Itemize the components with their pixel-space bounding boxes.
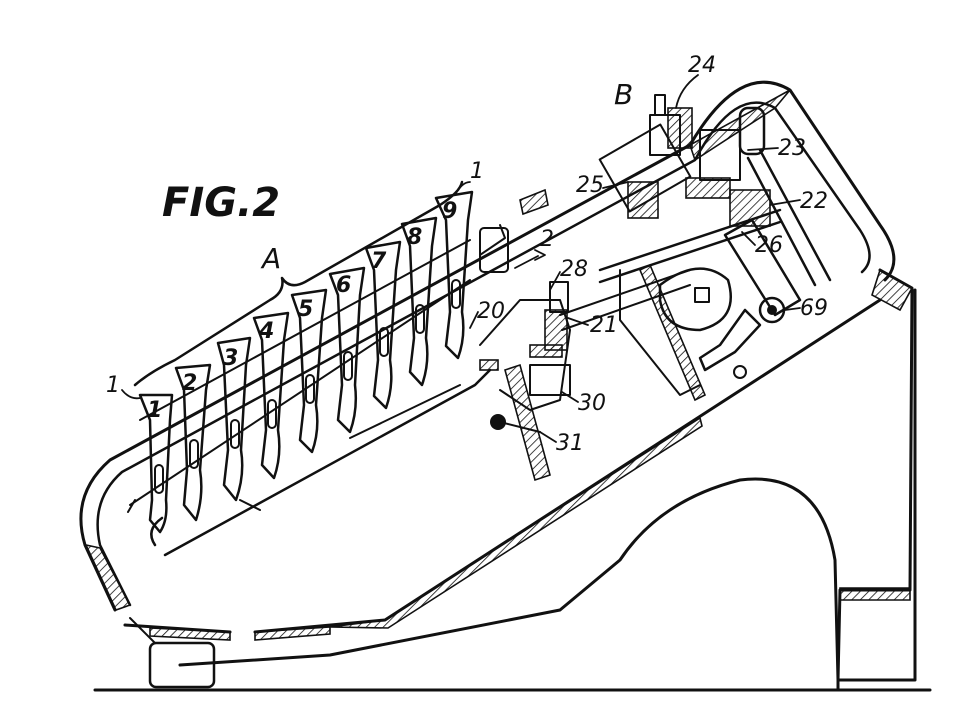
ref-69: 69: [800, 296, 828, 321]
ref-1-right: 1: [470, 159, 484, 184]
key-3[interactable]: 3: [216, 336, 252, 502]
ref-22: 22: [800, 189, 828, 214]
key-label-7: 7: [371, 249, 387, 274]
ref-24: 24: [688, 53, 716, 78]
leader-lines: [121, 74, 801, 443]
keyboard-bed: [127, 224, 506, 557]
key-label-4: 4: [258, 319, 274, 344]
figure-title: FIG.2: [162, 180, 280, 226]
reference-numerals: 1 1 2 20 21 22 23 24 25 26 28 30 31 69: [106, 53, 828, 456]
key-label-3: 3: [223, 346, 238, 371]
key-label-9: 9: [442, 199, 457, 224]
key-label-8: 8: [407, 225, 422, 250]
ref-2: 2: [540, 227, 554, 252]
keyboard-brace: [133, 180, 464, 387]
ref-28: 28: [560, 257, 588, 282]
ref-31: 31: [556, 431, 584, 456]
key-8[interactable]: 8: [400, 216, 438, 387]
key-1[interactable]: 1: [138, 393, 174, 534]
key-7[interactable]: 7: [364, 240, 402, 410]
key-9[interactable]: 9: [434, 190, 474, 360]
key-levers: 1 2 3 4 5 6 7: [138, 190, 474, 534]
key-4[interactable]: 4: [252, 311, 290, 480]
key-label-6: 6: [336, 273, 351, 298]
register-mechanism: [239, 94, 832, 511]
ref-20: 20: [477, 299, 505, 324]
key-2[interactable]: 2: [174, 363, 212, 522]
ref-23: 23: [778, 136, 806, 161]
key-label-1: 1: [147, 398, 162, 423]
key-label-5: 5: [298, 297, 313, 322]
group-label-register: B: [614, 78, 633, 111]
ref-21: 21: [590, 313, 618, 338]
ref-25: 25: [576, 173, 604, 198]
key-5[interactable]: 5: [290, 288, 328, 454]
ref-26: 26: [755, 233, 783, 258]
ref-30: 30: [578, 391, 606, 416]
key-label-2: 2: [182, 371, 197, 396]
key-6[interactable]: 6: [328, 266, 366, 434]
ref-1-left: 1: [106, 373, 120, 398]
group-label-keyboard: A: [260, 242, 281, 275]
